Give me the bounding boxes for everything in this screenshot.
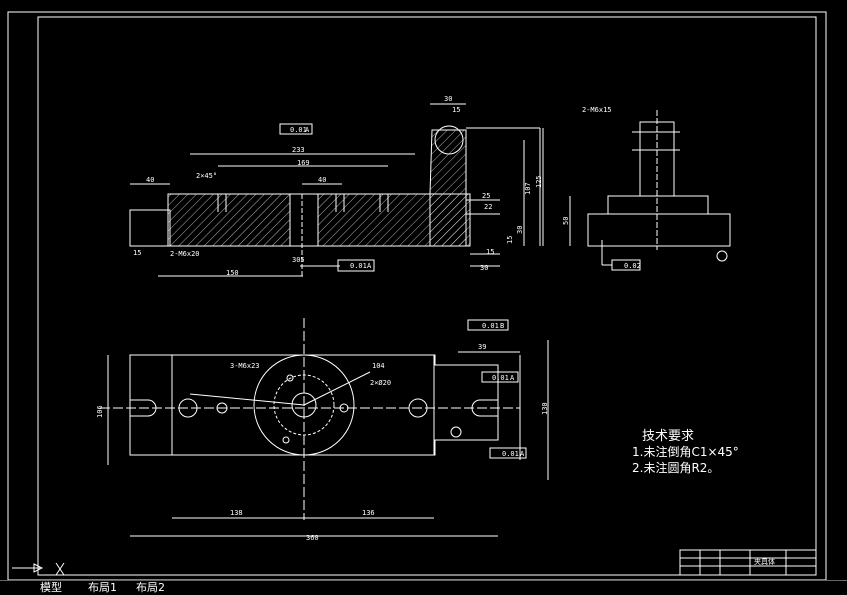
top-tol-bottom-value: 0.01: [502, 450, 519, 458]
front-view-left-block: [129, 209, 171, 247]
ucs-icon: [12, 562, 65, 576]
thread-label-side: 2-M6x15: [582, 106, 612, 114]
side-view: [569, 110, 731, 271]
dim-30-top: 30: [444, 95, 452, 103]
dim-15-bottom: 15: [486, 248, 494, 256]
dim-150: 150: [226, 269, 239, 277]
dim-2x20: 2×Ø20: [370, 379, 391, 387]
top-tol-mid-datum: A: [510, 374, 515, 382]
front-view: [129, 103, 544, 278]
top-view-tol-box-top: [467, 319, 509, 331]
title-block: [679, 549, 817, 576]
dim-39: 39: [478, 343, 486, 351]
dim-106: 106: [96, 405, 104, 418]
dim-125: 125: [535, 175, 543, 188]
side-view-base: [587, 213, 731, 247]
thread-label-front: 2-M6x20: [170, 250, 200, 258]
tech-req-title: 技术要求: [642, 429, 694, 444]
top-tol-mid-value: 0.01: [492, 374, 509, 382]
tab-layout1[interactable]: 布局1: [88, 581, 117, 594]
layout-tab-bar: 模型 布局1 布局2: [0, 580, 847, 595]
dim-50-side: 50: [562, 217, 570, 225]
top-view-tol-box-bottom: [489, 447, 527, 459]
top-view-datum-circle: [450, 426, 462, 438]
side-flatness-value: 0.02: [624, 262, 641, 270]
dim-22: 22: [484, 203, 492, 211]
dim-305: 305: [292, 256, 305, 264]
front-tol-datum: A: [367, 262, 372, 270]
front-view-base: [167, 193, 471, 247]
tab-model[interactable]: 模型: [40, 581, 62, 594]
dim-15-top: 15: [452, 106, 460, 114]
thread3-label: 3-M6x23: [230, 362, 260, 370]
front-view-bore: [434, 125, 464, 155]
dim-15-right: 15: [506, 236, 514, 244]
dim-25: 25: [482, 192, 490, 200]
front-view-counterbore: [289, 193, 319, 247]
dim-136: 136: [362, 509, 375, 517]
chamfer-label: 2×45°: [196, 172, 217, 180]
dim-15-left: 15: [133, 249, 141, 257]
dim-138: 138: [230, 509, 243, 517]
top-tol-top-value: 0.01: [482, 322, 499, 330]
front-view-upright: [429, 129, 467, 247]
top-view: [100, 318, 549, 537]
top-tol-top-datum: B: [500, 322, 504, 330]
dim-360: 360: [306, 534, 319, 542]
top-view-outline: [129, 354, 499, 456]
side-view-step: [607, 195, 709, 215]
dim-104: 104: [372, 362, 385, 370]
dim-169: 169: [297, 159, 310, 167]
dim-40-mid: 40: [318, 176, 326, 184]
tech-req-line-2: 2.未注圆角R2。: [632, 460, 719, 475]
top-tol-bottom-datum: A: [520, 450, 525, 458]
top-view-tol-box-mid: [481, 371, 519, 383]
tech-req-line-1: 1.未注倒角C1×45°: [632, 444, 739, 459]
front-tol-value: 0.01: [350, 262, 367, 270]
dim-107: 107: [524, 182, 532, 195]
dim-130: 130: [541, 402, 549, 415]
tab-layout2[interactable]: 布局2: [136, 581, 165, 594]
front-tol-box: [337, 259, 375, 272]
side-view-datum-circle: [716, 250, 728, 262]
titleblock-name: 夹具体: [754, 557, 775, 566]
outer-frame: [7, 11, 827, 581]
front-tol-top-datum: A: [305, 126, 310, 134]
dim-40-left: 40: [146, 176, 154, 184]
dim-30-right: 30: [516, 226, 524, 234]
dim-233: 233: [292, 146, 305, 154]
inner-frame: [37, 16, 817, 576]
dim-30-bottom: 30: [480, 264, 488, 272]
front-tol-top-value: 0.01: [290, 126, 307, 134]
front-tol-box-top: [279, 123, 313, 135]
